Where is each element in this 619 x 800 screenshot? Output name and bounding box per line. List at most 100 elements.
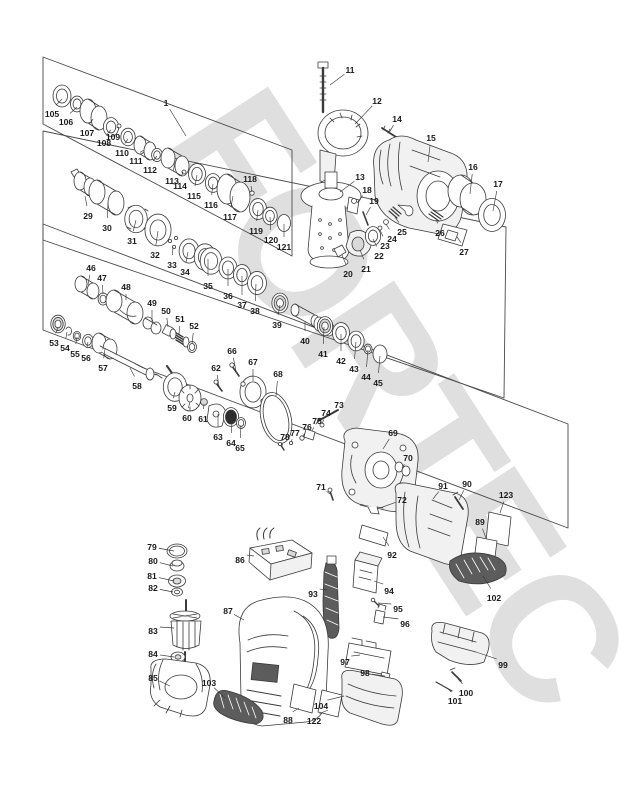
part-label-104: 104 — [314, 695, 345, 711]
part-label-32: 32 — [150, 230, 160, 260]
svg-text:48: 48 — [121, 282, 131, 292]
svg-text:112: 112 — [143, 165, 157, 175]
svg-text:84: 84 — [148, 649, 158, 659]
part-label-11: 11 — [329, 65, 355, 86]
part-label-64: 64 — [226, 420, 236, 448]
part-label-92: 92 — [382, 536, 397, 560]
part-label-114: 114 — [173, 171, 187, 191]
part-label-40: 40 — [300, 322, 310, 346]
svg-text:107: 107 — [80, 128, 95, 138]
part-label-66: 66 — [227, 346, 237, 372]
part-label-110: 110 — [115, 138, 129, 158]
part-label-17: 17 — [492, 179, 503, 212]
svg-text:110: 110 — [115, 148, 129, 158]
svg-text:106: 106 — [59, 117, 74, 127]
part-label-58: 58 — [129, 367, 142, 391]
svg-text:43: 43 — [349, 364, 359, 374]
svg-text:66: 66 — [227, 346, 237, 356]
part-label-106: 106 — [59, 106, 78, 127]
svg-text:23: 23 — [380, 241, 390, 251]
svg-text:41: 41 — [318, 349, 328, 359]
part-label-52: 52 — [189, 321, 199, 345]
motor-parts-graphic — [150, 543, 211, 718]
svg-text:19: 19 — [369, 196, 379, 206]
svg-text:105: 105 — [45, 109, 60, 119]
svg-text:62: 62 — [211, 363, 221, 373]
part-label-120: 120 — [264, 216, 278, 245]
part-label-34: 34 — [180, 251, 190, 277]
svg-text:39: 39 — [272, 320, 282, 330]
part-label-90: 90 — [458, 479, 472, 501]
part-label-24: 24 — [385, 223, 397, 244]
svg-text:51: 51 — [175, 314, 185, 324]
svg-text:17: 17 — [493, 179, 503, 189]
part-label-50: 50 — [161, 306, 171, 328]
gear-housing-graphic — [333, 135, 507, 258]
part-label-31: 31 — [127, 219, 137, 246]
part-label-103: 103 — [202, 678, 226, 699]
svg-text:118: 118 — [243, 174, 257, 184]
part-label-68: 68 — [273, 369, 283, 397]
part-label-45: 45 — [373, 355, 383, 388]
svg-text:63: 63 — [213, 432, 223, 442]
svg-text:11: 11 — [345, 65, 354, 75]
part-label-14: 14 — [388, 114, 402, 134]
svg-text:54: 54 — [60, 343, 70, 353]
svg-text:100: 100 — [459, 688, 474, 698]
svg-text:35: 35 — [203, 281, 213, 291]
svg-text:60: 60 — [182, 413, 192, 423]
svg-text:68: 68 — [273, 369, 283, 379]
part-label-116: 116 — [204, 183, 218, 210]
part-label-121: 121 — [277, 224, 291, 252]
part-label-36: 36 — [223, 269, 233, 301]
part-label-44: 44 — [361, 349, 371, 382]
svg-text:37: 37 — [237, 300, 247, 310]
svg-text:86: 86 — [235, 555, 245, 565]
part-label-109: 109 — [106, 126, 120, 142]
svg-text:12: 12 — [372, 96, 382, 106]
part-label-77: 77 — [290, 428, 300, 443]
svg-text:26: 26 — [435, 228, 445, 238]
svg-text:53: 53 — [49, 338, 59, 348]
svg-text:90: 90 — [462, 479, 472, 489]
part-label-102: 102 — [482, 575, 501, 603]
svg-text:64: 64 — [226, 438, 236, 448]
part-label-26: 26 — [435, 219, 445, 238]
part-label-115: 115 — [187, 174, 201, 201]
svg-text:59: 59 — [167, 403, 177, 413]
part-label-101: 101 — [446, 687, 462, 706]
svg-text:47: 47 — [97, 273, 107, 283]
part-label-39: 39 — [272, 304, 282, 330]
part-label-22: 22 — [372, 238, 384, 261]
svg-text:119: 119 — [249, 226, 263, 236]
part-label-38: 38 — [250, 283, 260, 316]
svg-text:89: 89 — [475, 517, 485, 527]
part-label-42: 42 — [336, 334, 346, 366]
svg-text:67: 67 — [248, 357, 258, 367]
svg-text:45: 45 — [373, 378, 383, 388]
svg-text:55: 55 — [70, 349, 80, 359]
svg-text:111: 111 — [129, 156, 143, 166]
svg-text:44: 44 — [361, 372, 371, 382]
svg-text:1: 1 — [164, 98, 169, 108]
part-label-112: 112 — [143, 155, 158, 175]
svg-text:16: 16 — [468, 162, 478, 172]
part-label-99: 99 — [475, 651, 508, 670]
svg-text:49: 49 — [147, 298, 157, 308]
part-label-33: 33 — [167, 246, 177, 270]
part-label-19: 19 — [365, 196, 379, 216]
part-label-73: 73 — [331, 400, 344, 415]
motor-housing-graphic — [213, 527, 343, 727]
svg-text:93: 93 — [308, 589, 318, 599]
part-label-75: 75 — [311, 416, 322, 432]
svg-text:36: 36 — [223, 291, 233, 301]
rear-housing-graphic — [358, 482, 512, 585]
part-label-48: 48 — [121, 282, 131, 300]
barrel-parts-graphic — [52, 84, 291, 232]
svg-text:113: 113 — [165, 176, 179, 186]
svg-text:58: 58 — [132, 381, 142, 391]
svg-text:13: 13 — [355, 172, 365, 182]
part-label-56: 56 — [81, 341, 91, 363]
svg-text:31: 31 — [127, 236, 137, 246]
svg-text:114: 114 — [173, 181, 187, 191]
